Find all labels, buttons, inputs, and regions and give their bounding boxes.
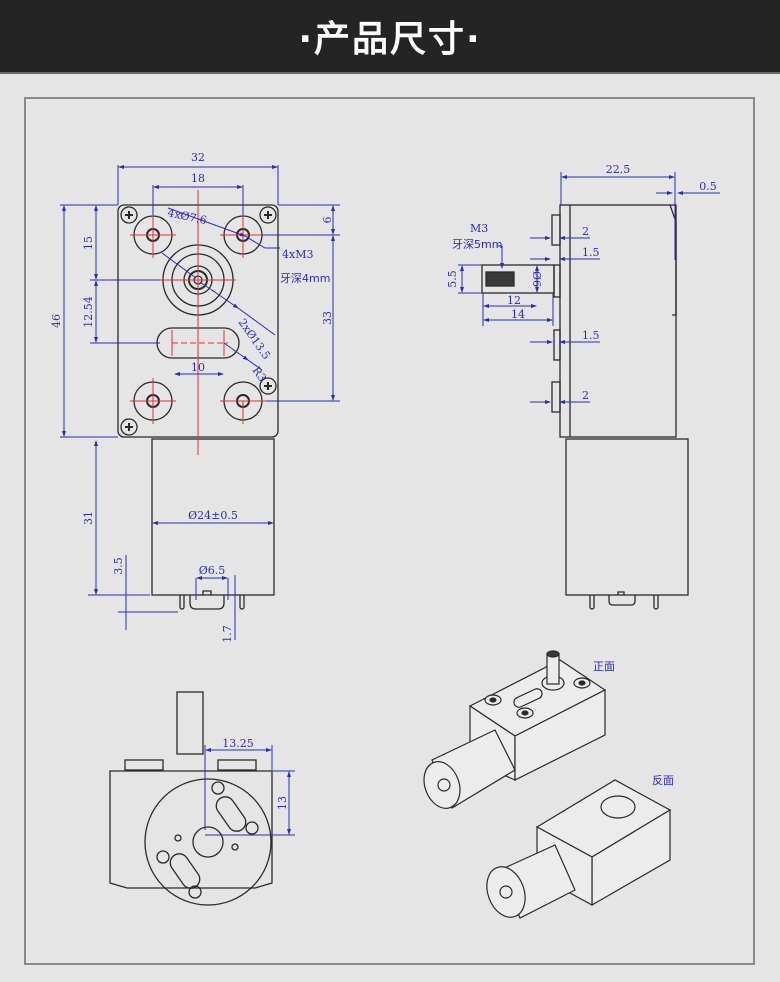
shaft-flange [553,264,561,298]
dim-shaft-thread-depth: 牙深5mm [452,238,502,251]
side-view [481,204,689,610]
dim-boss-2-bottom: 2 [582,389,589,402]
dim-hole-to-hole: 33 [321,311,334,325]
motor-boss-side [608,591,636,606]
motor-body-side [565,438,689,596]
boss-bottom [551,381,561,413]
shaft-thread [485,271,515,287]
dim-shaft-length-inner: 12 [507,294,521,307]
center-lines [130,190,266,455]
dim-thread-depth: 牙深4mm [280,272,330,285]
end-dimension-lines [204,745,295,836]
screw-icon [120,206,138,224]
dimension-lines [60,165,340,640]
dim-top-to-shaft: 15 [82,236,95,250]
motor-terminals-side [589,595,659,610]
dim-shaft-flat: 5.5 [446,270,459,288]
end-boss-left [124,759,164,771]
dim-terminal-offset: 3.5 [112,557,125,575]
gearbox-side [559,204,677,438]
dim-lip: 0.5 [699,180,717,193]
dim-shaft-to-slot: 12.54 [82,296,95,328]
boss-top [551,214,561,246]
dim-width-total: 32 [191,151,205,164]
dim-boss-1-5-top: 1.5 [582,246,600,259]
motor-boss [189,590,225,610]
dim-mount-holes: 4xØ7.6 [166,206,208,227]
dim-terminal-width: 1.7 [221,625,234,643]
screw-icon [120,418,138,436]
iso-front-view [423,650,607,809]
dim-shaft-thread: M3 [470,222,488,235]
dim-motor-length: 31 [82,511,95,525]
end-view [109,691,273,906]
motor-body [151,438,275,596]
dim-motor-diameter: Ø24±0.5 [188,509,238,522]
output-shaft [481,264,555,294]
page-title: ·产品尺寸· [298,19,482,60]
iso-back-view [486,779,672,919]
dim-height-total: 46 [50,314,63,328]
dim-vertical-offset: 13 [276,796,289,810]
dim-boss-diameter: Ø6.5 [199,564,226,577]
screw-icon [259,377,277,395]
motor-terminals [179,595,245,610]
end-boss-right [217,759,257,771]
dim-slot-radius: R3 [250,364,269,384]
dim-horizontal-offset: 13.25 [222,737,254,750]
side-dimension-lines [458,172,720,404]
end-motor-center [192,826,224,858]
dim-boss-1-5-bottom: 1.5 [582,329,600,342]
dim-body-depth: 22.5 [606,163,631,176]
dim-shaft-length-total: 14 [511,308,525,321]
dim-hole-spacing: 18 [191,172,205,185]
iso-front-label: 正面 [593,660,615,673]
end-motor-cap [144,778,272,906]
gearbox-lip [669,204,677,316]
end-brush-slot [169,853,201,889]
dim-threads: 4xM3 [282,248,313,261]
screw-icon [259,206,277,224]
dim-top-to-hole: 6 [321,217,334,224]
end-gearbox [109,770,273,889]
dim-shaft-diameter: Ø6 [530,271,543,287]
page-header: ·产品尺寸· [0,0,780,74]
boss-mid [553,329,561,361]
dim-slot-length: 10 [191,361,205,374]
end-shaft [176,691,204,755]
dim-boss-2-top: 2 [582,225,589,238]
iso-back-label: 反面 [652,774,674,787]
end-brush-slot [215,796,247,832]
